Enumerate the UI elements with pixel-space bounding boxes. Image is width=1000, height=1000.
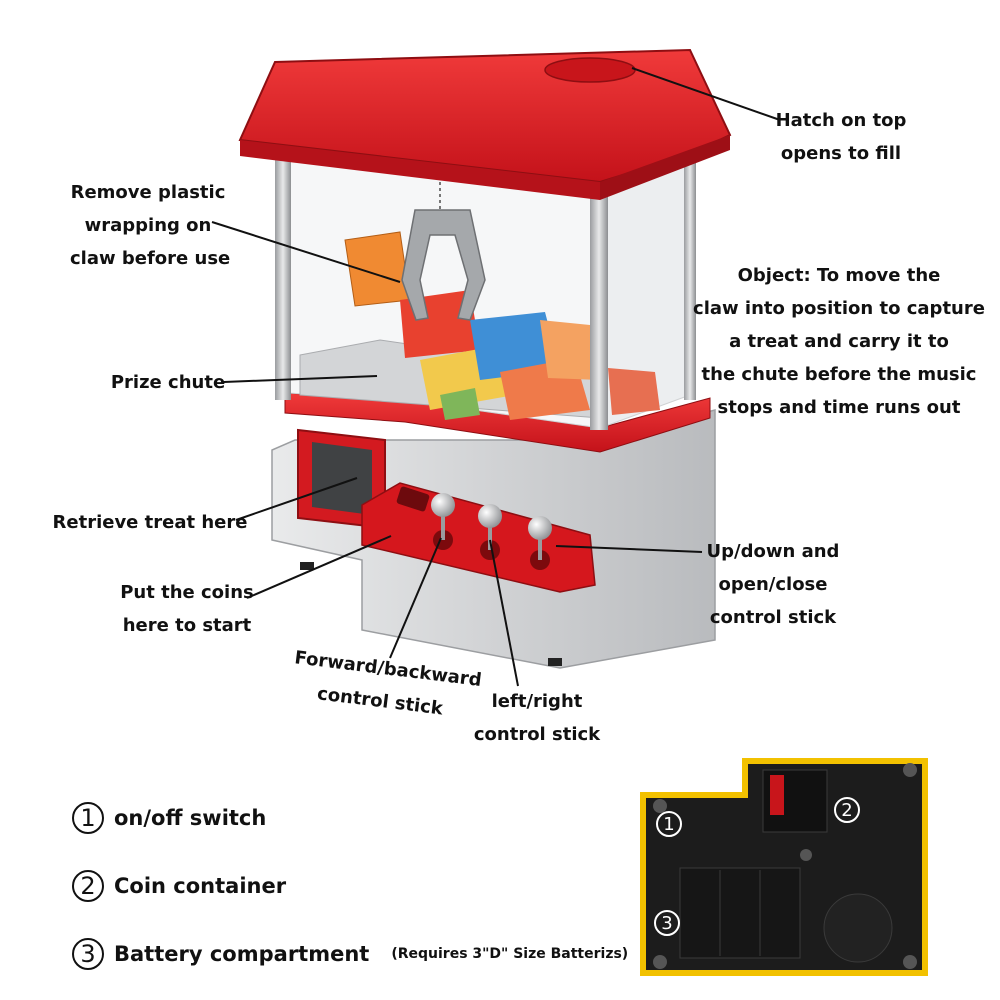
legend-label: Coin container	[114, 874, 287, 898]
callout-prize-chute: Prize chute	[110, 372, 226, 393]
callout-leader-lines	[211, 67, 781, 687]
battery-note: (Requires 3"D" Size Batterizs)	[391, 946, 629, 962]
number-badge: 1	[72, 802, 104, 834]
machine-base-illustration	[640, 758, 928, 976]
base-badge-switch: 1	[656, 811, 682, 837]
legend-item-battery: 3 Battery compartment (Requires 3"D" Siz…	[72, 934, 628, 974]
legend-item-switch: 1 on/off switch	[72, 798, 266, 838]
number-badge: 3	[72, 938, 104, 970]
legend-label: Battery compartment	[114, 942, 370, 966]
legend-label: on/off switch	[114, 806, 267, 830]
base-badge-coin: 2	[834, 797, 860, 823]
claw-machine-illustration	[238, 48, 732, 669]
base-badge-battery: 3	[654, 910, 680, 936]
legend-item-coin: 2 Coin container	[72, 866, 286, 906]
number-badge: 2	[72, 870, 104, 902]
callout-retrieve: Retrieve treat here	[52, 512, 248, 533]
